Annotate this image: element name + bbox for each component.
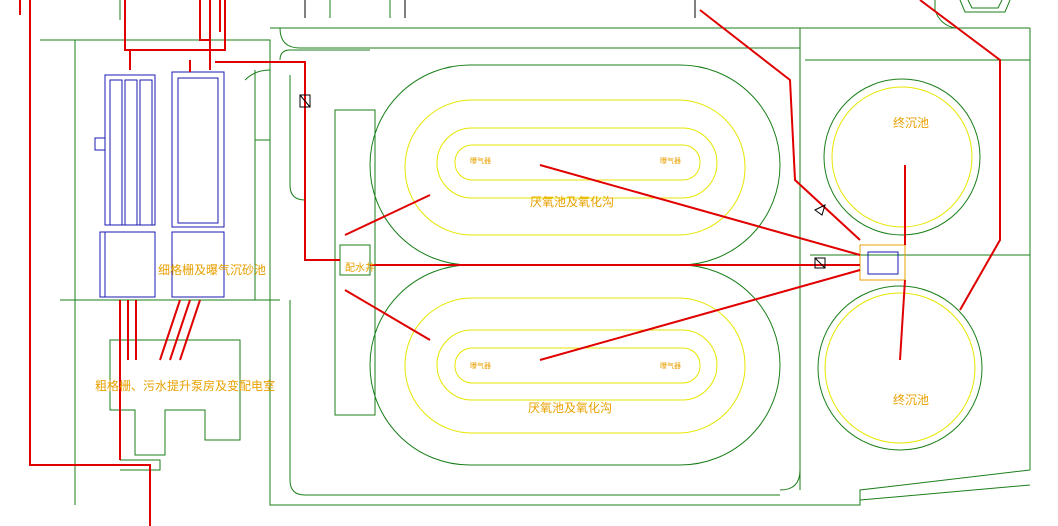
label-pool-tag-right-top: 曝气器 — [660, 157, 681, 165]
label-pool-tag-left-top: 曝气器 — [470, 157, 491, 165]
top-right-boundary — [934, 0, 1011, 29]
final-settling-tank-bottom — [817, 285, 983, 451]
label-final-settling-bottom: 终沉池 — [893, 393, 930, 407]
pump-room-area — [109, 339, 241, 471]
label-final-settling-top: 终沉池 — [893, 116, 930, 130]
label-oxidation-bottom: 厌氧池及氧化沟 — [528, 401, 613, 415]
site-roads — [40, 0, 1031, 506]
label-oxidation-top: 厌氧池及氧化沟 — [530, 195, 615, 209]
label-pool-tag-right-bottom: 曝气器 — [660, 362, 681, 370]
final-settling-tank-top — [823, 78, 981, 236]
top-column-lines — [304, 0, 696, 18]
coarse-screen-building — [94, 74, 156, 298]
oxidation-ditch-bottom — [369, 264, 781, 466]
label-pool-tag-left-bottom: 曝气器 — [470, 362, 491, 370]
label-coarse-screen: 粗格栅、污水提升泵房及变配电室 — [95, 379, 276, 393]
pipes — [19, 0, 1001, 526]
oxidation-ditch-top — [369, 64, 781, 266]
label-distribution-well: 配水井 — [345, 263, 375, 274]
fine-screen-building — [171, 71, 225, 298]
label-fine-screen: 细格栅及曝气沉砂池 — [158, 263, 267, 277]
valves — [299, 94, 826, 269]
